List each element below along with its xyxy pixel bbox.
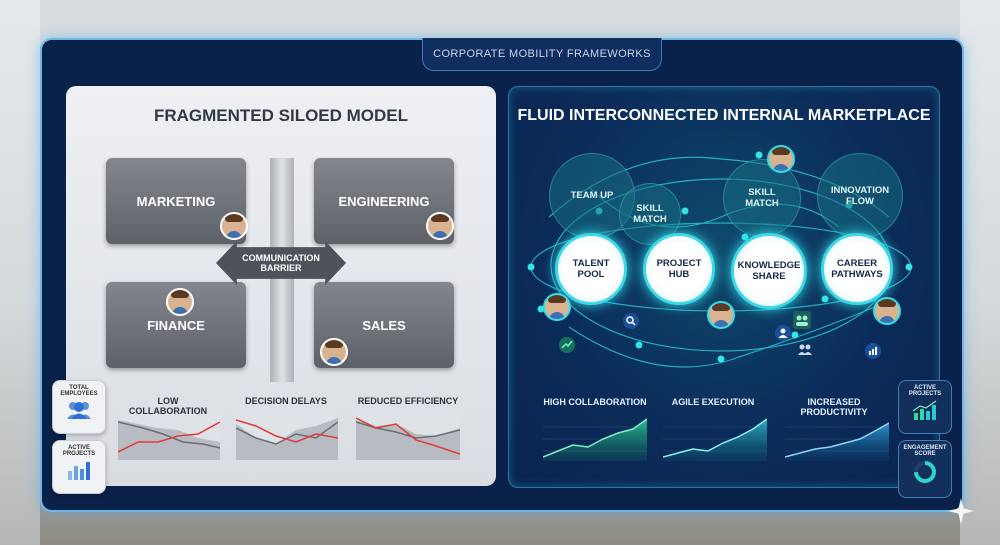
node-label-line-1: PROJECT	[656, 257, 702, 269]
user-icon	[775, 325, 791, 341]
decline-sparkline-3	[356, 414, 460, 460]
dept-label: MARKETING	[136, 193, 216, 209]
metric-agile-execution: AGILE EXECUTION	[671, 397, 755, 407]
dept-label: FINANCE	[147, 317, 205, 333]
widget-label-2: PROJECTS	[62, 451, 96, 457]
network-node-dot	[821, 295, 829, 303]
people-icon	[67, 402, 91, 419]
search-icon	[623, 313, 639, 329]
background-window-left	[0, 0, 40, 545]
metric-low-collaboration: LOW COLLABORATION	[128, 396, 208, 416]
bar-chart-icon	[68, 462, 90, 480]
siloed-model-title: FRAGMENTED SILOED MODEL	[153, 106, 409, 125]
network-node-dot	[527, 263, 535, 271]
widget-label-1: ENGAGEMENT	[903, 445, 947, 451]
growth-sparkline-3	[785, 422, 889, 461]
decline-sparkline-2	[236, 414, 338, 460]
node-label-line-1: TALENT	[572, 257, 610, 269]
growth-sparkline-1	[543, 418, 647, 461]
node-label-line-2: MATCH	[633, 214, 667, 225]
decline-red-line	[236, 419, 338, 443]
donut-gauge-icon	[914, 461, 936, 483]
marketplace-title: FLUID INTERCONNECTED INTERNAL MARKETPLAC…	[517, 107, 931, 124]
decline-red-line	[356, 417, 460, 455]
employee-avatar	[767, 145, 795, 173]
employee-avatar	[873, 297, 901, 325]
network-node-dot	[537, 305, 545, 313]
siloed-model-panel: FRAGMENTED SILOED MODEL MARKETING ENGINE…	[66, 86, 496, 486]
dept-label: SALES	[362, 317, 406, 333]
node-label: TEAM UP	[570, 190, 614, 202]
decline-sparkline-1	[118, 414, 220, 460]
employee-avatar	[220, 212, 248, 240]
employee-avatar	[320, 338, 348, 366]
metric-reduced-efficiency: REDUCED EFFICIENCY	[357, 396, 459, 406]
bar-chart-icon	[865, 343, 881, 359]
barrier-line-2: BARRIER	[260, 263, 302, 273]
decline-red-line	[118, 421, 220, 453]
trend-icon	[559, 337, 575, 353]
barrier-line-1: COMMUNICATION	[242, 252, 320, 263]
team-icon	[793, 311, 811, 329]
widget-label-2: PROJECTS	[908, 391, 942, 397]
network-node-dot	[755, 151, 763, 159]
marketplace-panel: FLUID INTERCONNECTED INTERNAL MARKETPLAC…	[508, 86, 940, 488]
network-node-dot	[717, 355, 725, 363]
widget-label-2: SCORE	[914, 451, 936, 457]
node-label-line-2: MATCH	[745, 198, 779, 209]
metric-decision-delays: DECISION DELAYS	[245, 396, 327, 406]
network-node-dot	[791, 331, 799, 339]
employee-avatar	[707, 301, 735, 329]
widget-label-2: EMPLOYEES	[60, 391, 98, 397]
widget-label-1: ACTIVE	[67, 445, 90, 451]
growth-line	[663, 418, 767, 458]
employee-avatar	[166, 288, 194, 316]
metric-high-collaboration: HIGH COLLABORATION	[543, 397, 647, 407]
node-label-line-2: HUB	[668, 269, 690, 280]
network-node-dot	[905, 263, 913, 271]
dashboard-frame: CORPORATE MOBILITY FRAMEWORKS FRAGMENTED…	[40, 38, 964, 512]
growth-line	[543, 418, 647, 458]
background-window-right	[960, 0, 1000, 545]
people-icon	[798, 344, 812, 355]
trend-bar-icon	[912, 400, 937, 420]
employee-avatar	[543, 293, 571, 321]
dept-label: ENGINEERING	[338, 193, 430, 209]
widget-label-1: TOTAL	[69, 385, 89, 391]
node-label-line-1: CAREER	[836, 257, 878, 269]
node-label-line-2: FLOW	[846, 196, 874, 207]
node-label-line-1: INNOVATION	[830, 184, 890, 196]
node-label-line-2: SHARE	[752, 271, 786, 282]
node-label-line-1: KNOWLEDGE	[737, 259, 801, 271]
growth-sparkline-2	[663, 418, 767, 461]
metric-increased-productivity: INCREASED PRODUCTIVITY	[800, 397, 868, 417]
node-label-line-1: SKILL	[748, 186, 776, 198]
employee-avatar	[426, 212, 454, 240]
node-label-line-2: PATHWAYS	[831, 269, 883, 280]
network-node-dot	[681, 207, 689, 215]
network-node-dot	[635, 341, 643, 349]
widget-label-1: ACTIVE	[913, 385, 936, 391]
frame-title: CORPORATE MOBILITY FRAMEWORKS	[422, 38, 662, 71]
node-label-line-2: POOL	[577, 269, 605, 280]
growth-line	[785, 422, 889, 458]
node-label-line-1: SKILL	[636, 202, 664, 214]
